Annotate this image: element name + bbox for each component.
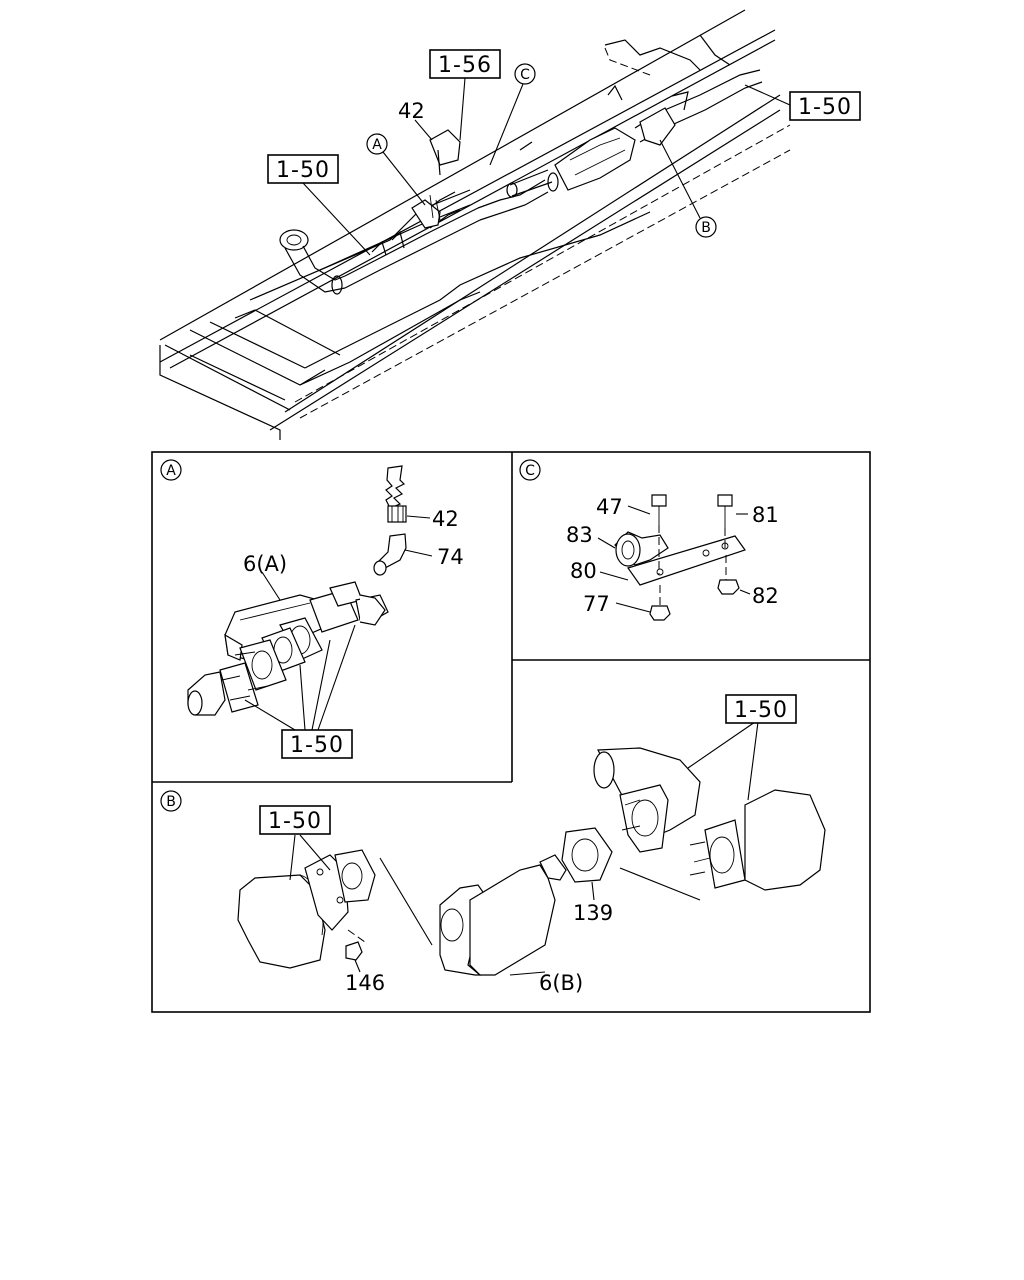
panel-c-part-80: 80 (570, 559, 597, 583)
panel-c-part-81: 81 (752, 503, 779, 527)
panel-c-part-77: 77 (583, 592, 610, 616)
panel-b: B (160, 694, 826, 995)
svg-text:C: C (525, 463, 535, 479)
ref-box-1-50-left[interactable]: 1-50 (267, 154, 339, 184)
panel-b-part-146: 146 (345, 971, 385, 995)
overview-part-42: 42 (398, 99, 425, 123)
svg-text:A: A (166, 463, 176, 479)
svg-text:1-50: 1-50 (798, 95, 852, 120)
panel-c-part-82: 82 (752, 584, 779, 608)
overview-leaders (302, 77, 791, 256)
callout-b[interactable]: B (695, 216, 717, 238)
panel-a-marker[interactable]: A (160, 459, 182, 481)
panel-b-ref-box-left[interactable]: 1-50 (259, 805, 331, 835)
panel-b-marker[interactable]: B (160, 790, 182, 812)
detail-frame (151, 451, 871, 1013)
panel-a-part-42: 42 (432, 507, 459, 531)
panel-c-marker[interactable]: C (519, 459, 541, 481)
panel-b-part-6b: 6(B) (539, 971, 583, 995)
ref-box-1-50-right[interactable]: 1-50 (789, 91, 861, 121)
svg-text:1-56: 1-56 (438, 53, 492, 78)
callout-c[interactable]: C (514, 63, 536, 85)
svg-text:1-50: 1-50 (734, 698, 788, 723)
svg-text:1-50: 1-50 (268, 809, 322, 834)
svg-text:C: C (520, 67, 530, 83)
overview-exhaust (279, 69, 763, 295)
svg-text:A: A (372, 137, 382, 153)
panel-a-part-6a: 6(A) (243, 552, 287, 576)
panel-a-part-74: 74 (437, 545, 464, 569)
panel-c: C 47 81 83 80 82 77 (519, 459, 779, 621)
ref-box-1-56[interactable]: 1-56 (429, 49, 501, 79)
svg-text:1-50: 1-50 (276, 158, 330, 183)
panel-b-part-139: 139 (573, 901, 613, 925)
svg-text:B: B (701, 220, 711, 236)
panel-a-ref-box[interactable]: 1-50 (281, 729, 353, 759)
panel-c-part-47: 47 (596, 495, 623, 519)
callout-a[interactable]: A (366, 133, 388, 155)
svg-text:B: B (166, 794, 176, 810)
panel-b-ref-box-right[interactable]: 1-50 (725, 694, 797, 724)
panel-c-part-83: 83 (566, 523, 593, 547)
panel-a: A 42 74 (160, 459, 464, 759)
svg-text:1-50: 1-50 (290, 733, 344, 758)
overview-chassis (159, 9, 791, 440)
